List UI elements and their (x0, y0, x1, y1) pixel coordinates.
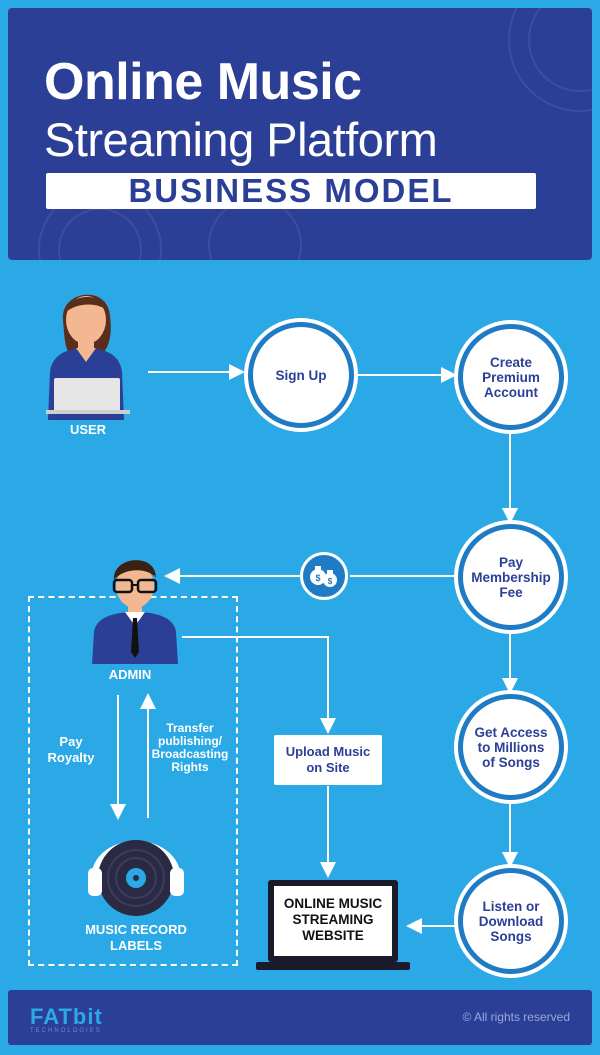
listen-download-label: Listen or Download Songs (478, 898, 544, 944)
brand-logo: FATbit (30, 1004, 103, 1029)
sign-up-label: Sign Up (275, 367, 327, 383)
title-line-1: Online Music (44, 53, 362, 111)
get-access-label: Get Access to Millions of Songs (474, 724, 548, 770)
online-music-website-label: ONLINE MUSIC STREAMING WEBSITE (283, 896, 383, 943)
admin-icon (92, 560, 178, 664)
pay-royalty-label: Pay Royalty (47, 734, 95, 765)
music-record-labels-label: MUSIC RECORD LABELS (85, 922, 187, 953)
get-access-step: Get Access to Millions of Songs (458, 694, 564, 800)
svg-text:$: $ (315, 573, 320, 583)
create-premium-step: Create Premium Account (458, 324, 564, 430)
sign-up-step: Sign Up (248, 322, 354, 428)
upload-music-label: Upload Music on Site (285, 744, 371, 775)
brand-tagline: TECHNOLOGIES (30, 1028, 102, 1034)
transfer-rights-label: Transfer publishing/ Broadcasting Rights (151, 721, 229, 774)
title-banner: BUSINESS MODEL (46, 172, 536, 209)
headphones-record-icon (88, 840, 184, 916)
arrow-admin-to-upload (182, 636, 336, 734)
laptop-icon (256, 880, 410, 970)
pay-membership-label: Pay Membership Fee (471, 554, 551, 600)
user-label: USER (69, 422, 107, 437)
title-line-2: Streaming Platform (44, 113, 438, 166)
listen-download-step: Listen or Download Songs (458, 868, 564, 974)
pay-membership-step: Pay Membership Fee (458, 524, 564, 630)
admin-label: ADMIN (108, 667, 152, 682)
svg-text:$: $ (328, 577, 333, 586)
money-bags-icon: $ $ (300, 552, 348, 600)
header-banner: Online Music Streaming Platform BUSINESS… (8, 8, 592, 260)
copyright-text: © All rights reserved (462, 1010, 570, 1024)
create-premium-label: Create Premium Account (482, 354, 540, 400)
upload-music-box: Upload Music on Site (274, 735, 382, 785)
footer: FATbit TECHNOLOGIES © All rights reserve… (8, 990, 592, 1045)
user-with-laptop-icon (46, 294, 130, 420)
